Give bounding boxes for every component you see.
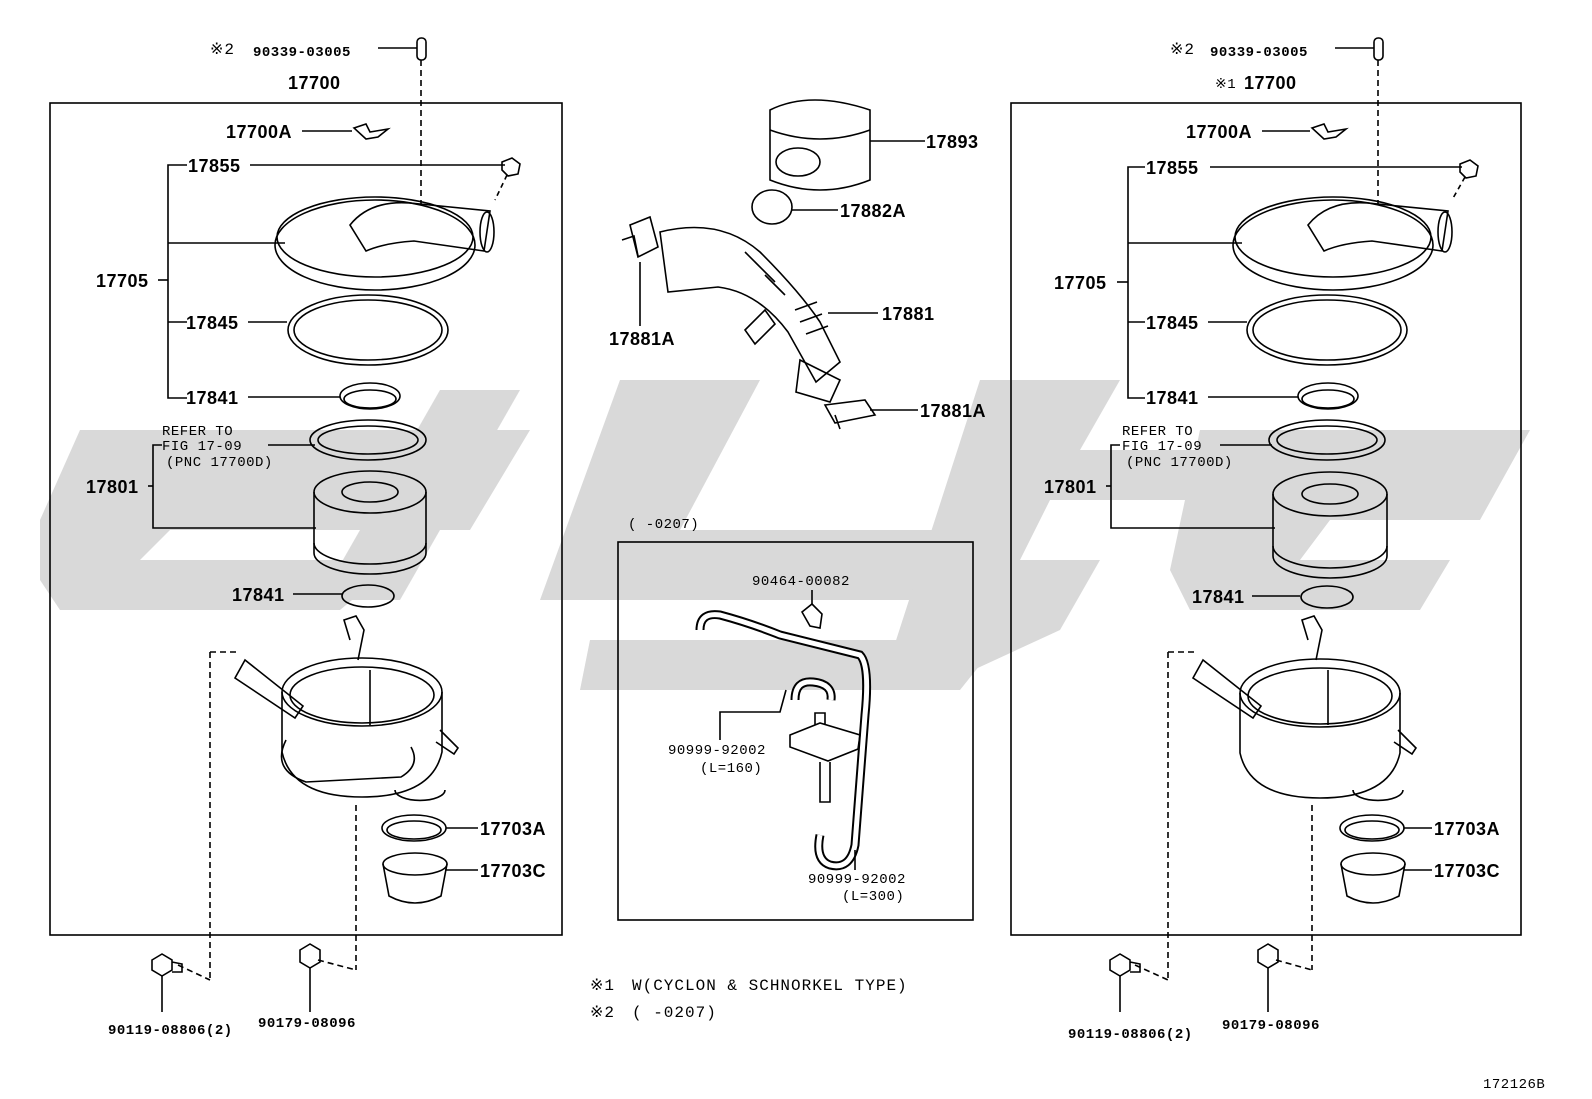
left-refer-line-3: (PNC 17700D)	[166, 455, 273, 471]
left-refer-line-2: FIG 17-09	[162, 439, 242, 455]
right-seal-bottom-label: 17841	[1192, 587, 1245, 607]
right-bolt-label: 90119-08806(2)	[1068, 1027, 1193, 1043]
left-assembly	[49, 37, 563, 1012]
hose1-length: (L=160)	[700, 761, 762, 777]
right-cap-mark: ※2	[1170, 41, 1195, 59]
note2-mark: ※2	[590, 1004, 615, 1022]
hose-clamp-left-label: 17881A	[609, 329, 675, 349]
left-cap-mark: ※2	[210, 41, 235, 59]
center-parts	[617, 99, 974, 921]
left-gasket-label: 17845	[186, 313, 239, 333]
right-wing-nut-label: 17700A	[1186, 122, 1252, 142]
hose2-length: (L=300)	[842, 889, 904, 905]
right-refer-line-1: REFER TO	[1122, 424, 1193, 440]
left-cover-label: 17705	[96, 271, 149, 291]
clip-icon	[800, 602, 823, 629]
left-element-label: 17801	[86, 477, 139, 497]
left-nut-icon	[501, 157, 521, 177]
left-bolt2-icon	[299, 943, 321, 969]
left-bolt-label: 90119-08806(2)	[108, 1023, 233, 1039]
left-labels: ※2 90339-03005 17700 17700A 17855 17705 …	[86, 41, 546, 1039]
clip-label: 90464-00082	[752, 574, 850, 590]
left-wing-nut-label: 17700A	[226, 122, 292, 142]
watermark-logo	[40, 380, 1530, 690]
left-cap-label: 90339-03005	[253, 45, 351, 61]
intake-hose-icon	[659, 226, 842, 403]
right-element-label: 17801	[1044, 477, 1097, 497]
right-gasket-label: 17845	[1146, 313, 1199, 333]
right-assy-label: 17700	[1244, 73, 1297, 93]
right-assembly-frame	[1010, 102, 1522, 936]
sub-box-title: ( -0207)	[628, 517, 699, 533]
note1-mark: ※1	[590, 977, 615, 995]
hose1-label: 90999-92002	[668, 743, 766, 759]
right-assembly	[1010, 37, 1522, 1012]
vsv-icon	[789, 712, 861, 803]
left-cap-icon	[416, 37, 427, 61]
note2-text: ( -0207)	[632, 1004, 717, 1022]
right-valve-seal-label: 17703A	[1434, 819, 1500, 839]
right-refer-line-2: FIG 17-09	[1122, 439, 1202, 455]
left-cover-icon	[274, 196, 495, 291]
right-cap-icon	[1373, 37, 1384, 61]
right-seal-top-icon	[1297, 382, 1359, 410]
left-seal-top-icon	[339, 382, 401, 410]
left-seal-bottom-icon	[341, 584, 395, 608]
right-bolt2-label: 90179-08096	[1222, 1018, 1320, 1034]
right-cover-label: 17705	[1054, 273, 1107, 293]
left-wing-nut-icon	[352, 123, 391, 140]
hose2-label: 90999-92002	[808, 872, 906, 888]
right-assy-mark: ※1	[1215, 77, 1236, 93]
right-cover-icon	[1232, 196, 1453, 291]
center-labels: 17893 17882A 17881 17881A 17881A ( -0207…	[609, 132, 986, 905]
left-valve-label: 17703C	[480, 861, 546, 881]
left-housing-icon	[233, 615, 460, 802]
hose-label: 17881	[882, 304, 935, 324]
left-valve-seal-label: 17703A	[480, 819, 546, 839]
right-labels: ※2 90339-03005 ※1 17700 17700A 17855 177…	[1044, 41, 1500, 1043]
left-hose-clamp-icon	[621, 215, 659, 259]
left-assy-label: 17700	[288, 73, 341, 93]
left-refer-line-1: REFER TO	[162, 424, 233, 440]
resonator-label: 17893	[926, 132, 979, 152]
resonator-icon	[769, 99, 871, 191]
left-nut-label: 17855	[188, 156, 241, 176]
right-valve-label: 17703C	[1434, 861, 1500, 881]
left-assembly-frame	[49, 102, 563, 936]
right-nut-label: 17855	[1146, 158, 1199, 178]
left-bolt-icon	[151, 953, 183, 977]
right-refer-line-3: (PNC 17700D)	[1126, 455, 1233, 471]
right-nut-icon	[1459, 159, 1479, 179]
right-valve-icon	[1340, 852, 1406, 904]
right-bolt-icon	[1109, 953, 1141, 977]
left-seal-top-label: 17841	[186, 388, 239, 408]
left-seal-bottom-label: 17841	[232, 585, 285, 605]
right-wing-nut-icon	[1310, 123, 1349, 140]
right-housing-icon	[1191, 615, 1418, 802]
right-hose-clamp-icon	[823, 399, 877, 430]
right-valve-seal-icon	[1339, 814, 1405, 842]
right-bolt2-icon	[1257, 943, 1279, 969]
clamp-label: 17882A	[840, 201, 906, 221]
left-gasket-icon	[287, 294, 449, 366]
right-seal-top-label: 17841	[1146, 388, 1199, 408]
right-seal-bottom-icon	[1300, 585, 1354, 609]
note1-text: W(CYCLON & SCHNORKEL TYPE)	[632, 977, 908, 995]
vacuum-sub-box	[617, 541, 974, 921]
left-valve-seal-icon	[381, 814, 447, 842]
right-element-icon	[1272, 471, 1388, 579]
right-cap-label: 90339-03005	[1210, 45, 1308, 61]
left-bolt2-label: 90179-08096	[258, 1016, 356, 1032]
right-gasket-icon	[1246, 294, 1408, 366]
footnotes: ※1 W(CYCLON & SCHNORKEL TYPE) ※2 ( -0207…	[590, 977, 1545, 1093]
left-element-icon	[313, 470, 427, 575]
clamp-icon	[751, 189, 793, 225]
hose-clamp-right-label: 17881A	[920, 401, 986, 421]
left-valve-icon	[382, 852, 448, 904]
figure-id: 172126B	[1483, 1077, 1545, 1093]
